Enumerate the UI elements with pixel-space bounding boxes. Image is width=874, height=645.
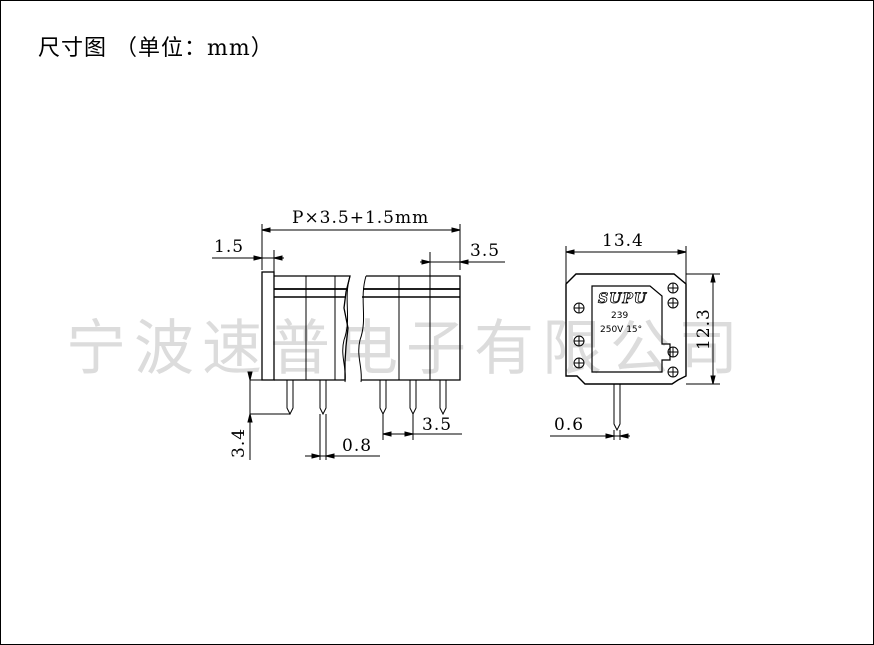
model-marking: 239 [611,311,628,321]
dim-pin-length: 3.4 [229,428,249,458]
dim-right-pitch: 3.5 [470,241,500,261]
dim-left-offset: 1.5 [214,237,244,257]
dim-pin-pitch: 3.5 [422,415,452,435]
front-view [212,224,505,460]
dim-pitch-formula: P×3.5+1.5mm [292,208,429,228]
dim-width: 13.4 [602,231,644,251]
dim-height: 12.3 [694,308,714,350]
page-title: 尺寸图 （单位：mm） [38,36,274,61]
side-view [550,246,720,440]
brand-logo: SUPU [598,291,647,307]
rating-marking: 250V 15° [600,325,642,335]
dim-pin-width: 0.8 [342,436,372,456]
dim-pin: 0.6 [554,415,584,435]
